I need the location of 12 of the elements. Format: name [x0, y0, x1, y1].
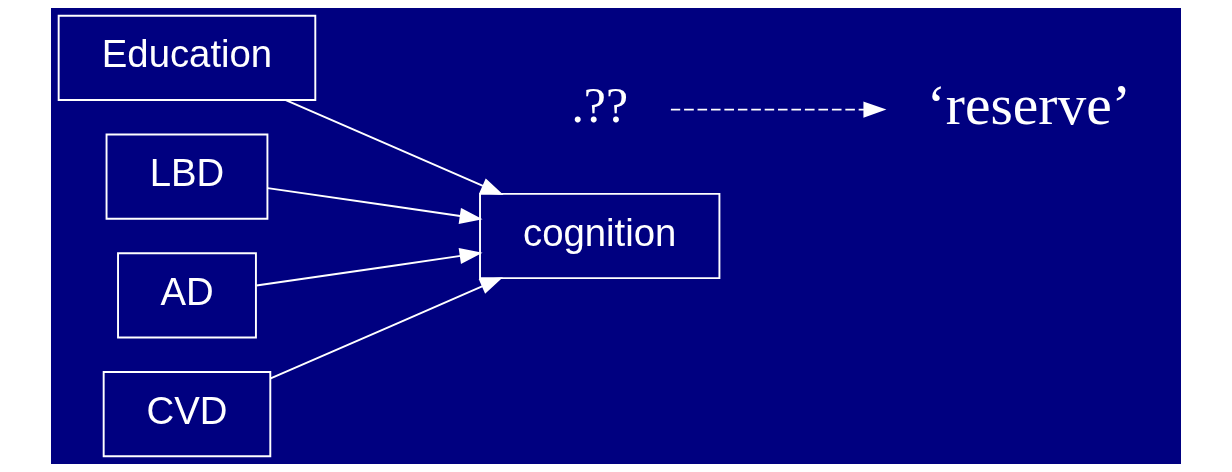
- arrow: [266, 187, 483, 224]
- arrow: [284, 99, 504, 195]
- node-box: AD: [117, 252, 257, 339]
- arrow: [255, 248, 483, 287]
- arrow: [669, 101, 887, 118]
- node-text: .??: [571, 77, 629, 133]
- arrow: [269, 277, 503, 380]
- node-box: CVD: [102, 371, 272, 458]
- node-text: ‘reserve’: [926, 72, 1131, 136]
- node-box: cognition: [479, 192, 721, 280]
- node-box: Education: [57, 14, 317, 101]
- node-box: LBD: [105, 133, 269, 220]
